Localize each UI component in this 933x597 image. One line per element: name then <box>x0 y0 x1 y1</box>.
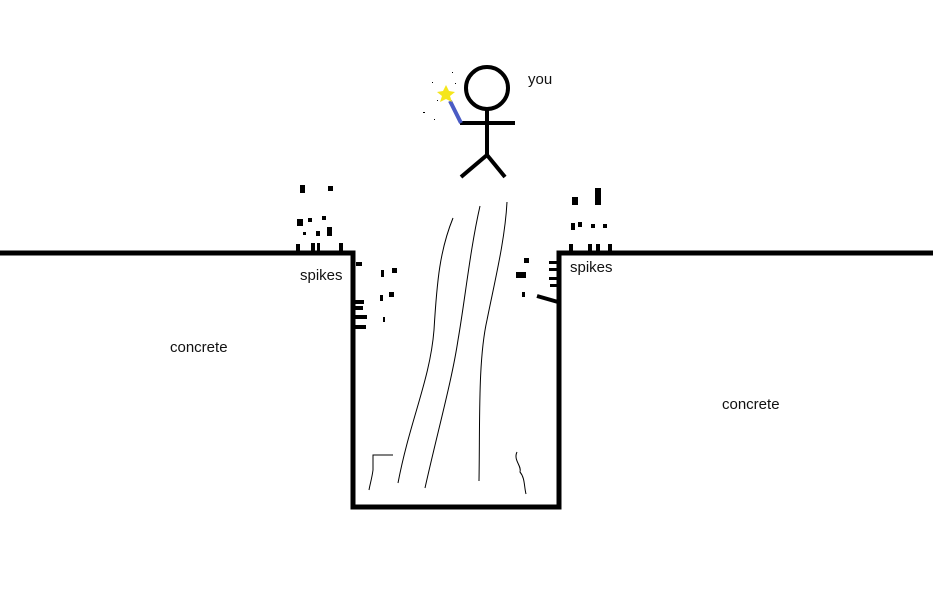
pit-cracks <box>368 201 527 495</box>
wand-icon <box>448 100 463 124</box>
spikes-left-label: spikes <box>300 267 343 284</box>
stick-figure <box>459 65 515 179</box>
ground-and-pit-outline <box>0 250 933 510</box>
spikes-right <box>516 188 612 304</box>
sparkles <box>423 72 456 120</box>
concrete-left-label: concrete <box>170 339 228 356</box>
spikes-right-label: spikes <box>570 259 613 276</box>
you-label: you <box>528 71 553 88</box>
spikes-left <box>296 185 397 329</box>
star-icon <box>437 85 455 102</box>
concrete-right-label: concrete <box>722 396 780 413</box>
